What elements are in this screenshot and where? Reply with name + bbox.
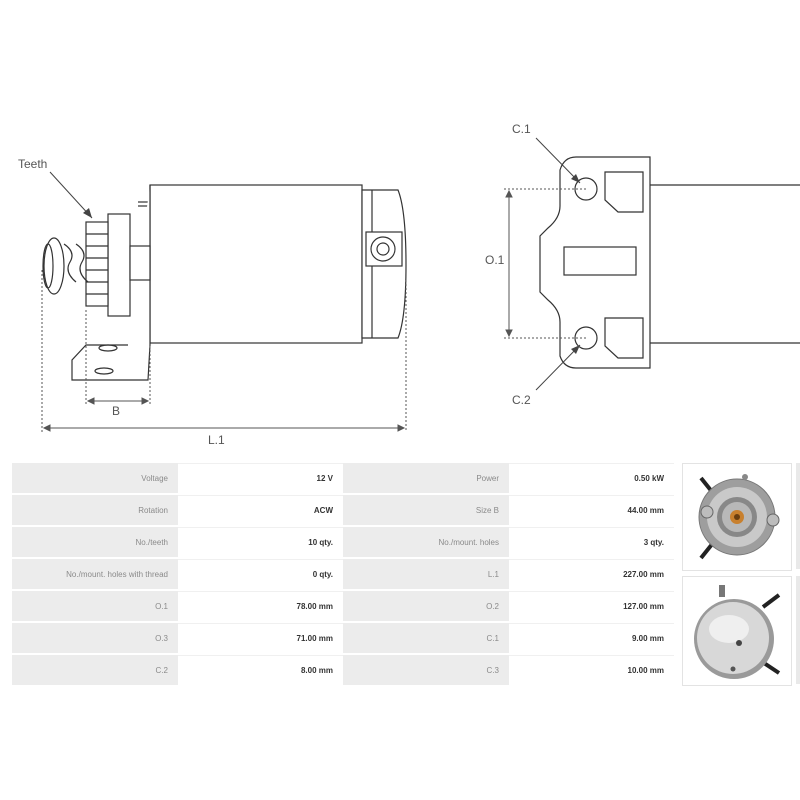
dimension-o1 [504, 188, 586, 339]
b-label: B [112, 404, 120, 418]
spec-label-cell: Rotation [12, 495, 178, 525]
spec-value-cell: 71.00 mm [178, 623, 343, 653]
spec-value-cell: 10.00 mm [509, 655, 674, 685]
teeth-callout: Teeth [18, 157, 93, 219]
upper-recess [604, 171, 644, 213]
spec-value-cell: 10 qty. [178, 527, 343, 557]
c2-label: C.2 [512, 393, 531, 407]
spec-value-cell: 44.00 mm [509, 495, 674, 525]
spec-label-cell: No./teeth [12, 527, 178, 557]
starter-front-photo [682, 463, 792, 571]
spec-value-cell: 0 qty. [178, 559, 343, 589]
flange-hole-1 [98, 344, 118, 352]
technical-drawing: Teeth B L.1 C.1 C.2 [18, 122, 800, 447]
spec-label-cell: L.1 [343, 559, 509, 589]
c2-callout [535, 344, 581, 391]
lower-recess [604, 317, 644, 359]
dimension-l1 [41, 270, 407, 432]
spec-label-cell: O.3 [12, 623, 178, 653]
terminal-nut-inner [376, 242, 390, 256]
spec-label-cell: O.1 [12, 591, 178, 621]
spec-label-cell: Size B [343, 495, 509, 525]
spec-label-cell: No./mount. holes [343, 527, 509, 557]
starter-rear-image [694, 585, 781, 679]
motor-housing [149, 184, 363, 344]
terminal-nut [370, 236, 396, 262]
starter-front-image [698, 474, 780, 560]
drive-end-knob-face [42, 243, 54, 289]
center-slot [563, 246, 637, 276]
mounting-flange [71, 185, 151, 381]
spec-value-cell: 227.00 mm [509, 559, 674, 589]
spec-label-cell: Voltage [12, 463, 178, 493]
starter-rear-photo [682, 576, 792, 686]
spec-value-cell: 127.00 mm [509, 591, 674, 621]
flange-outline [539, 156, 651, 369]
l1-label: L.1 [208, 433, 225, 447]
terminal-block [365, 231, 403, 267]
pinion-gear [85, 221, 109, 307]
flange-hole-2 [94, 367, 114, 375]
spec-value-cell: 0.50 kW [509, 463, 674, 493]
spec-label-cell: C.3 [343, 655, 509, 685]
c1-label: C.1 [512, 122, 531, 136]
side-view [42, 184, 407, 381]
spec-value-cell: ACW [178, 495, 343, 525]
gear-collar [107, 213, 131, 317]
spec-value-cell: 78.00 mm [178, 591, 343, 621]
c1-callout [535, 137, 581, 184]
spec-label-cell: C.1 [343, 623, 509, 653]
spec-value-cell: 8.00 mm [178, 655, 343, 685]
spec-label-cell: O.2 [343, 591, 509, 621]
spec-value-cell: 12 V [178, 463, 343, 493]
spec-value-cell: 9.00 mm [509, 623, 674, 653]
drive-spring [63, 243, 77, 283]
spec-label-cell: C.2 [12, 655, 178, 685]
next-photo-edge-top [796, 463, 800, 569]
teeth-label: Teeth [18, 157, 47, 171]
o1-label: O.1 [485, 253, 505, 267]
dimension-b [85, 310, 151, 405]
shaft-collar [129, 245, 151, 281]
drive-end-knob [43, 237, 65, 295]
next-photo-edge-bottom [796, 576, 800, 684]
spec-value-cell: 3 qty. [509, 527, 674, 557]
spec-label-cell: No./mount. holes with thread [12, 559, 178, 589]
spec-label-cell: Power [343, 463, 509, 493]
front-view [539, 156, 800, 369]
